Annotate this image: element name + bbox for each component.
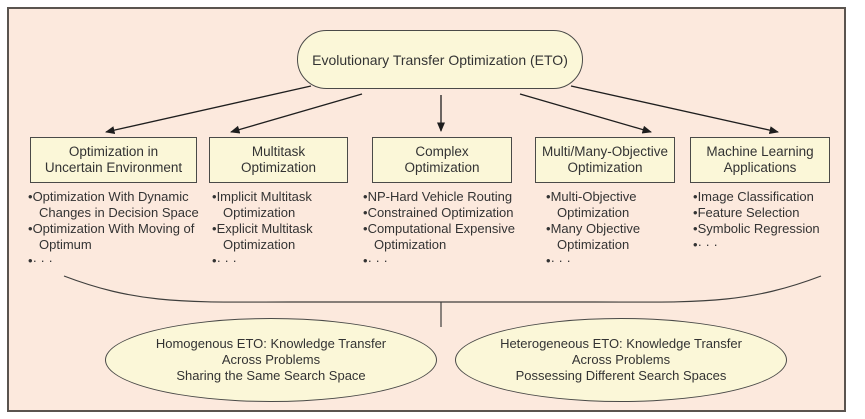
category-label-line: Optimization in — [68, 143, 159, 159]
root-node-eto: Evolutionary Transfer Optimization (ETO) — [297, 30, 583, 89]
bullet-item: Implicit Multitask Optimization — [212, 189, 362, 221]
bullet-item: Many Objective Optimization — [546, 221, 682, 253]
category-box-multitask: Multitask Optimization — [209, 137, 348, 183]
ellipse-homogenous-eto: Homogenous ETO: Knowledge Transfer Acros… — [105, 318, 437, 402]
bullet-list-complex: NP-Hard Vehicle Routing Constrained Opti… — [363, 189, 537, 269]
category-label-line: Complex — [415, 143, 469, 159]
bullet-item-ellipsis: · · · — [693, 237, 845, 253]
bullet-item: Explicit Multitask Optimization — [212, 221, 362, 253]
bullet-item: Computational Expensive Optimization — [363, 221, 537, 253]
bullet-item: Constrained Optimization — [363, 205, 537, 221]
bullet-item-ellipsis: · · · — [28, 253, 212, 269]
category-label-line: Optimization — [404, 160, 480, 175]
category-label-line: Applications — [723, 160, 797, 175]
category-box-machine-learning: Machine Learning Applications — [690, 137, 830, 183]
ellipse-text-line: Sharing the Same Search Space — [176, 368, 366, 383]
bullet-list-multi-many-objective: Multi-Objective Optimization Many Object… — [546, 189, 682, 269]
bullet-item: Optimization With Moving of Optimum — [28, 221, 212, 253]
category-label-line: Uncertain Environment — [44, 160, 183, 175]
bullet-list-multitask: Implicit Multitask Optimization Explicit… — [212, 189, 362, 269]
category-label-line: Optimization — [567, 160, 643, 175]
bullet-item: Optimization With Dynamic Changes in Dec… — [28, 189, 212, 221]
bullet-item: Image Classification — [693, 189, 845, 205]
category-label-line: Machine Learning — [706, 143, 814, 159]
root-node-label: Evolutionary Transfer Optimization (ETO) — [312, 51, 568, 68]
ellipse-text-line: Across Problems — [221, 352, 321, 367]
category-label-line: Multitask — [251, 143, 306, 159]
bullet-item: Feature Selection — [693, 205, 845, 221]
bullet-list-machine-learning: Image Classification Feature Selection S… — [693, 189, 845, 253]
category-box-complex: Complex Optimization — [372, 137, 512, 183]
category-box-multi-many-objective: Multi/Many-Objective Optimization — [535, 137, 675, 183]
ellipse-text-line: Possessing Different Search Spaces — [515, 368, 727, 383]
bullet-item: Symbolic Regression — [693, 221, 845, 237]
ellipse-text-line: Homogenous ETO: Knowledge Transfer — [155, 336, 387, 351]
bullet-list-uncertain-environment: Optimization With Dynamic Changes in Dec… — [28, 189, 212, 269]
category-box-uncertain-environment: Optimization in Uncertain Environment — [30, 137, 197, 183]
ellipse-heterogeneous-eto: Heterogeneous ETO: Knowledge Transfer Ac… — [455, 318, 787, 402]
bullet-item: NP-Hard Vehicle Routing — [363, 189, 537, 205]
ellipse-text-line: Heterogeneous ETO: Knowledge Transfer — [500, 336, 742, 351]
category-label-line: Multi/Many-Objective — [541, 143, 669, 159]
category-label-line: Optimization — [240, 160, 317, 175]
bullet-item-ellipsis: · · · — [363, 253, 537, 269]
bullet-item-ellipsis: · · · — [212, 253, 362, 269]
ellipse-text-line: Across Problems — [571, 352, 671, 367]
bullet-item-ellipsis: · · · — [546, 253, 682, 269]
bullet-item: Multi-Objective Optimization — [546, 189, 682, 221]
